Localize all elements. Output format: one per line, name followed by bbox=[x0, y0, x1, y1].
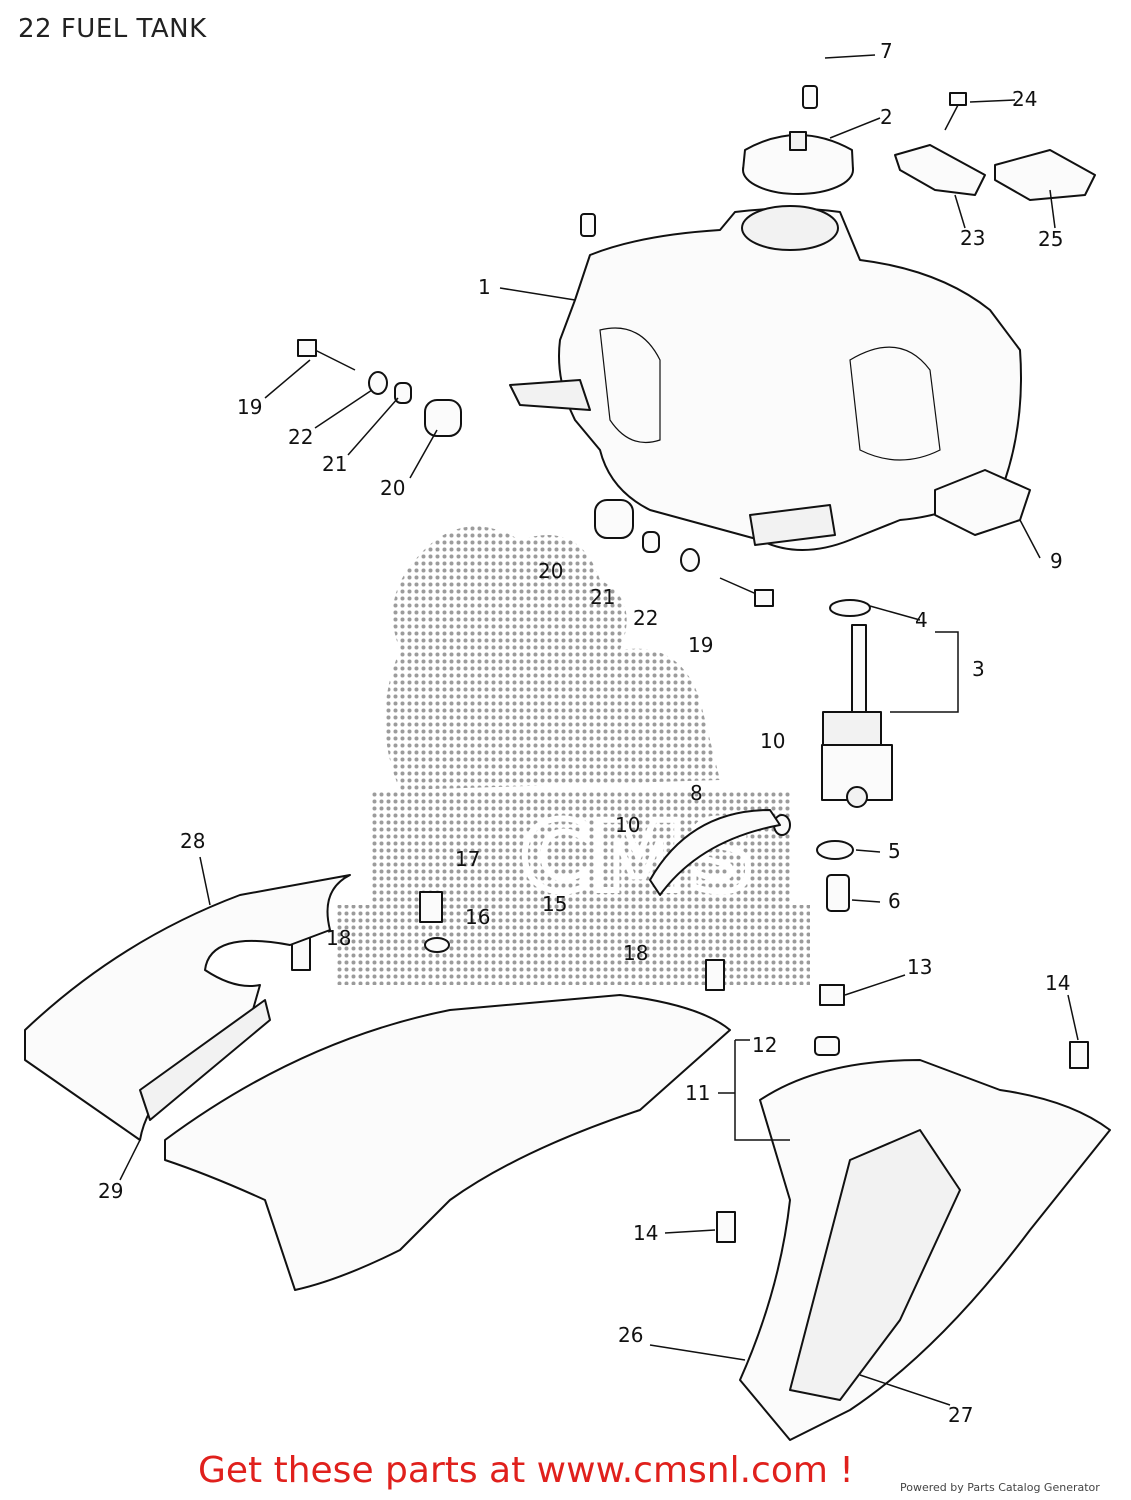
parts-13-12-14-fasteners bbox=[716, 984, 1089, 1243]
parts-19-22-21-20-upper bbox=[297, 339, 462, 437]
powered-by-label: Powered by Parts Catalog Generator bbox=[900, 1481, 1100, 1494]
leader-lines bbox=[119, 54, 1079, 1406]
cta-link[interactable]: Get these parts at www.cmsnl.com ! bbox=[198, 1450, 854, 1491]
callout-10: 10 bbox=[760, 729, 785, 753]
part-23-clip bbox=[894, 144, 986, 196]
callout-20-b: 20 bbox=[538, 559, 563, 583]
callout-27: 27 bbox=[948, 1403, 973, 1427]
callout-3: 3 bbox=[972, 657, 985, 681]
callout-2: 2 bbox=[880, 105, 893, 129]
callout-28: 28 bbox=[180, 829, 205, 853]
callout-22: 22 bbox=[288, 425, 313, 449]
callout-7: 7 bbox=[880, 39, 893, 63]
callout-25: 25 bbox=[1038, 227, 1063, 251]
page-title: 22 FUEL TANK bbox=[18, 14, 207, 44]
parts-15-16-17-18-fasteners bbox=[291, 891, 725, 991]
group-brackets bbox=[718, 631, 959, 1141]
part-24-screw bbox=[944, 92, 967, 131]
callout-16: 16 bbox=[465, 905, 490, 929]
callout-18: 18 bbox=[326, 926, 351, 950]
part-15-cover bbox=[164, 994, 731, 1291]
callout-1: 1 bbox=[478, 275, 491, 299]
callout-21: 21 bbox=[322, 452, 347, 476]
watermark-text: CMS bbox=[520, 801, 755, 913]
callout-11: 11 bbox=[685, 1081, 710, 1105]
callout-18-b: 18 bbox=[623, 941, 648, 965]
callout-23: 23 bbox=[960, 226, 985, 250]
watermark-logo bbox=[335, 526, 810, 985]
callout-21-b: 21 bbox=[590, 585, 615, 609]
callout-14-b: 14 bbox=[633, 1221, 658, 1245]
callout-8: 8 bbox=[690, 781, 703, 805]
callout-20: 20 bbox=[380, 476, 405, 500]
part-1-fuel-tank bbox=[509, 205, 1022, 551]
callout-12: 12 bbox=[752, 1033, 777, 1057]
callout-4: 4 bbox=[915, 608, 928, 632]
callout-10-b: 10 bbox=[615, 813, 640, 837]
callout-6: 6 bbox=[888, 889, 901, 913]
part-27-decal bbox=[789, 1129, 961, 1401]
callout-24: 24 bbox=[1012, 87, 1037, 111]
part-3-fuel-cock-assembly bbox=[649, 599, 893, 912]
callout-19-b: 19 bbox=[688, 633, 713, 657]
part-25-clip bbox=[994, 149, 1096, 201]
callout-19: 19 bbox=[237, 395, 262, 419]
callout-26: 26 bbox=[618, 1323, 643, 1347]
part-2-fuel-cap bbox=[742, 131, 854, 195]
callout-14: 14 bbox=[1045, 971, 1070, 995]
callout-5: 5 bbox=[888, 839, 901, 863]
callout-labels: 1 2 3 4 5 6 7 9 10 12 11 13 14 14 15 16 … bbox=[98, 39, 1070, 1427]
callout-13: 13 bbox=[907, 955, 932, 979]
part-29-edge-guard bbox=[139, 999, 271, 1121]
part-7-breather-hose bbox=[580, 42, 818, 237]
callout-15: 15 bbox=[542, 892, 567, 916]
callout-17: 17 bbox=[455, 847, 480, 871]
callout-29: 29 bbox=[98, 1179, 123, 1203]
parts-20-21-22-19-lower bbox=[594, 499, 774, 607]
callout-9: 9 bbox=[1050, 549, 1063, 573]
callout-22-b: 22 bbox=[633, 606, 658, 630]
